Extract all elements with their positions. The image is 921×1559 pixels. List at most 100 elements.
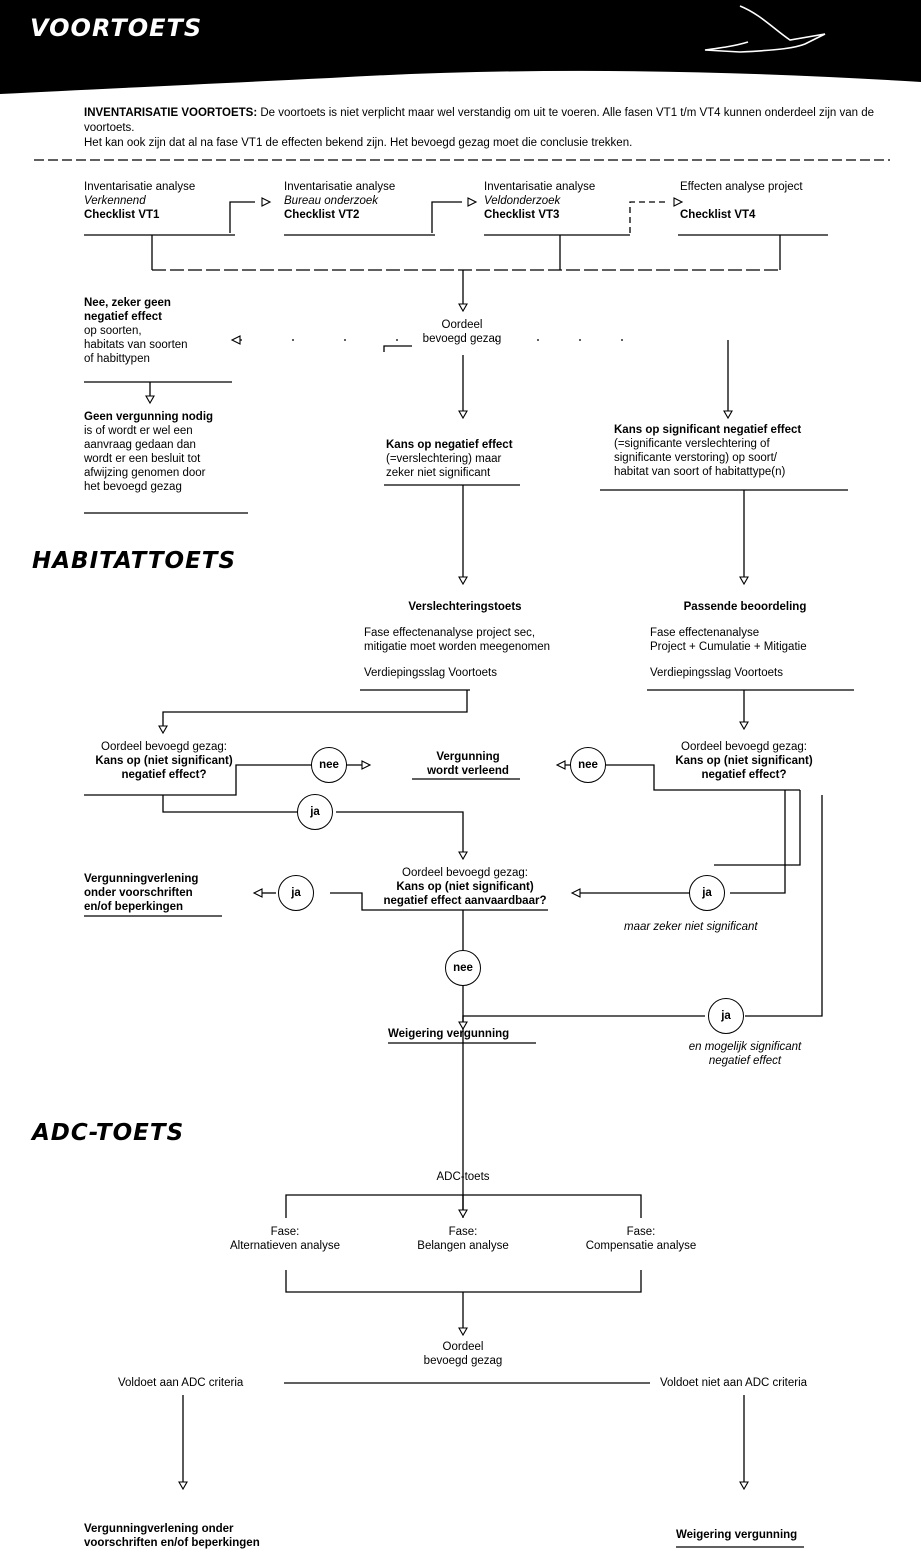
no-permit-line-3: wordt er een besluit tot [84, 453, 201, 465]
checklist-vt3-line1: Inventarisatie analyse [484, 181, 596, 193]
checklist-vt2-line1: Inventarisatie analyse [284, 181, 396, 193]
header-banner [0, 0, 921, 94]
ja-circle-conditions: ja [278, 875, 314, 911]
judgement-top: Oordeel bevoegd gezag [412, 318, 512, 346]
possibly-significant: en mogelijk significant negatief effect [660, 1040, 830, 1068]
permit-conditions-line2: onder voorschriften [84, 887, 193, 899]
judgement-top-line1: Oordeel [441, 319, 483, 331]
possibly-significant-line1: en mogelijk significant [688, 1041, 802, 1053]
no-effect-bold-2: negatief effect [84, 311, 162, 323]
chance-significant-line-1: (=significante verslechtering of [614, 438, 770, 450]
appropriate-line-2: Project + Cumulatie + Mitigatie [650, 641, 807, 653]
no-permit-title: Geen vergunning nodig [84, 411, 214, 423]
adc-phase-alternatives-line1: Fase: [270, 1226, 300, 1238]
deterioration-line-1: Fase effectenanalyse project sec, [364, 627, 536, 639]
checklist-vt4-line3: Checklist VT4 [680, 209, 756, 221]
deterioration-text: Fase effectenanalyse project sec, mitiga… [364, 626, 550, 680]
permit-granted: Vergunning wordt verleend [408, 750, 528, 778]
judge-left-line1: Oordeel bevoegd gezag: [101, 741, 227, 753]
appropriate-text: Fase effectenanalyse Project + Cumulatie… [650, 626, 807, 680]
chance-negative-line-1: (=verslechtering) maar [386, 453, 502, 465]
no-effect-line-3: of habittypen [84, 353, 150, 365]
adc-phase-compensation: Fase: Compensatie analyse [566, 1225, 716, 1253]
goose-logo-icon [704, 5, 826, 53]
possibly-significant-line2: negatief effect [708, 1055, 782, 1067]
no-permit-box: Geen vergunning nodig is of wordt er wel… [84, 410, 213, 494]
permit-conditions: Vergunningverlening onder voorschriften … [84, 872, 198, 914]
checklist-vt1-line1: Inventarisatie analyse [84, 181, 196, 193]
judgement-top-line2: bevoegd gezag [422, 333, 502, 345]
judge-center-line1: Oordeel bevoegd gezag: [402, 867, 528, 879]
checklist-vt2-line2: Bureau onderzoek [284, 195, 378, 207]
deterioration-box: Verslechteringstoets [360, 600, 570, 614]
judge-right-line2: Kans op (niet significant) [675, 755, 813, 767]
final-permit-line2: voorschriften en/of beperkingen [84, 1537, 260, 1549]
checklist-vt1-line2: Verkennend [84, 195, 146, 207]
permit-conditions-line1: Vergunningverlening [84, 873, 199, 885]
judge-center-line3: negatief effect aanvaardbaar? [383, 895, 547, 907]
no-permit-line-4: afwijzing genomen door [84, 467, 206, 479]
permit-granted-line2: wordt verleend [427, 765, 509, 777]
appropriate-title: Passende beoordeling [683, 601, 807, 613]
ja-circle-right: ja [689, 875, 725, 911]
adc-phase-interests-line2: Belangen analyse [417, 1240, 509, 1252]
judge-left: Oordeel bevoegd gezag: Kans op (niet sig… [84, 740, 244, 782]
nee-circle-center: nee [445, 950, 481, 986]
refusal-mid: Weigering vergunning [388, 1028, 510, 1040]
adc-phase-interests: Fase: Belangen analyse [388, 1225, 538, 1253]
permit-granted-line1: Vergunning [436, 751, 500, 763]
adctoets-title: ADC-TOETS [32, 1120, 185, 1146]
meets-adc: Voldoet aan ADC criteria [118, 1377, 244, 1389]
checklist-vt2-line3: Checklist VT2 [284, 209, 360, 221]
final-permit: Vergunningverlening onder voorschriften … [84, 1522, 260, 1550]
checklist-vt1-line3: Checklist VT1 [84, 209, 160, 221]
chance-negative-line-2: zeker niet significant [386, 467, 491, 479]
checklist-vt3: Inventarisatie analyse Veldonderzoek Che… [484, 180, 595, 222]
deterioration-title: Verslechteringstoets [408, 601, 522, 613]
checklist-vt2: Inventarisatie analyse Bureau onderzoek … [284, 180, 395, 222]
chance-significant-line-3: habitat van soort of habitattype(n) [614, 466, 786, 478]
nee-circle-left: nee [311, 747, 347, 783]
no-effect-line-2: habitats van soorten [84, 339, 188, 351]
appropriate-footer: Verdiepingsslag Voortoets [650, 667, 783, 679]
appropriate-line-1: Fase effectenanalyse [650, 627, 760, 639]
judge-center-line2: Kans op (niet significant) [396, 881, 534, 893]
judge-right-line1: Oordeel bevoegd gezag: [681, 741, 807, 753]
deterioration-line-2: mitigatie moet worden meegenomen [364, 641, 551, 653]
checklist-vt4-line1: Effecten analyse project [680, 181, 803, 193]
not-significant-note: maar zeker niet significant [624, 921, 758, 933]
permit-conditions-line3: en/of beperkingen [84, 901, 184, 913]
no-effect-box: Nee, zeker geen negatief effect op soort… [84, 296, 188, 366]
adc-phase-interests-line1: Fase: [448, 1226, 478, 1238]
page-title: VOORTOETS [30, 14, 203, 42]
intro-line2: Het kan ook zijn dat al na fase VT1 de e… [84, 137, 633, 149]
adc-phase-alternatives: Fase: Alternatieven analyse [210, 1225, 360, 1253]
ja-circle-left: ja [297, 794, 333, 830]
no-effect-bold-1: Nee, zeker geen [84, 297, 171, 309]
chance-negative-box: Kans op negatief effect (=verslechtering… [386, 438, 513, 480]
intro-lead: INVENTARISATIE VOORTOETS: [84, 107, 258, 119]
nee-circle-right: nee [570, 747, 606, 783]
checklist-vt4-spacer [680, 194, 803, 208]
judge-right-line3: negatief effect? [701, 769, 787, 781]
no-permit-line-2: aanvraag gedaan dan [84, 439, 196, 451]
judgement-bottom-line2: bevoegd gezag [423, 1355, 503, 1367]
checklist-vt1: Inventarisatie analyse Verkennend Checkl… [84, 180, 195, 222]
no-permit-line-1: is of wordt er wel een [84, 425, 193, 437]
not-meets-adc: Voldoet niet aan ADC criteria [660, 1377, 808, 1389]
final-refusal: Weigering vergunning [676, 1529, 798, 1541]
adc-phase-compensation-line1: Fase: [626, 1226, 656, 1238]
no-effect-line-1: op soorten, [84, 325, 142, 337]
habitattoets-title: HABITATTOETS [32, 548, 237, 574]
ja-circle-significant: ja [708, 998, 744, 1034]
judge-center: Oordeel bevoegd gezag: Kans op (niet sig… [372, 866, 558, 908]
chance-significant-line-2: significante verstoring) op soort/ [614, 452, 777, 464]
final-permit-line1: Vergunningverlening onder [84, 1523, 234, 1535]
no-permit-line-5: het bevoegd gezag [84, 481, 182, 493]
adc-phase-alternatives-line2: Alternatieven analyse [230, 1240, 340, 1252]
adc-label: ADC-toets [436, 1171, 490, 1183]
checklist-vt3-line3: Checklist VT3 [484, 209, 560, 221]
checklist-vt4: Effecten analyse project Checklist VT4 [680, 180, 803, 222]
appropriate-box: Passende beoordeling [640, 600, 850, 614]
